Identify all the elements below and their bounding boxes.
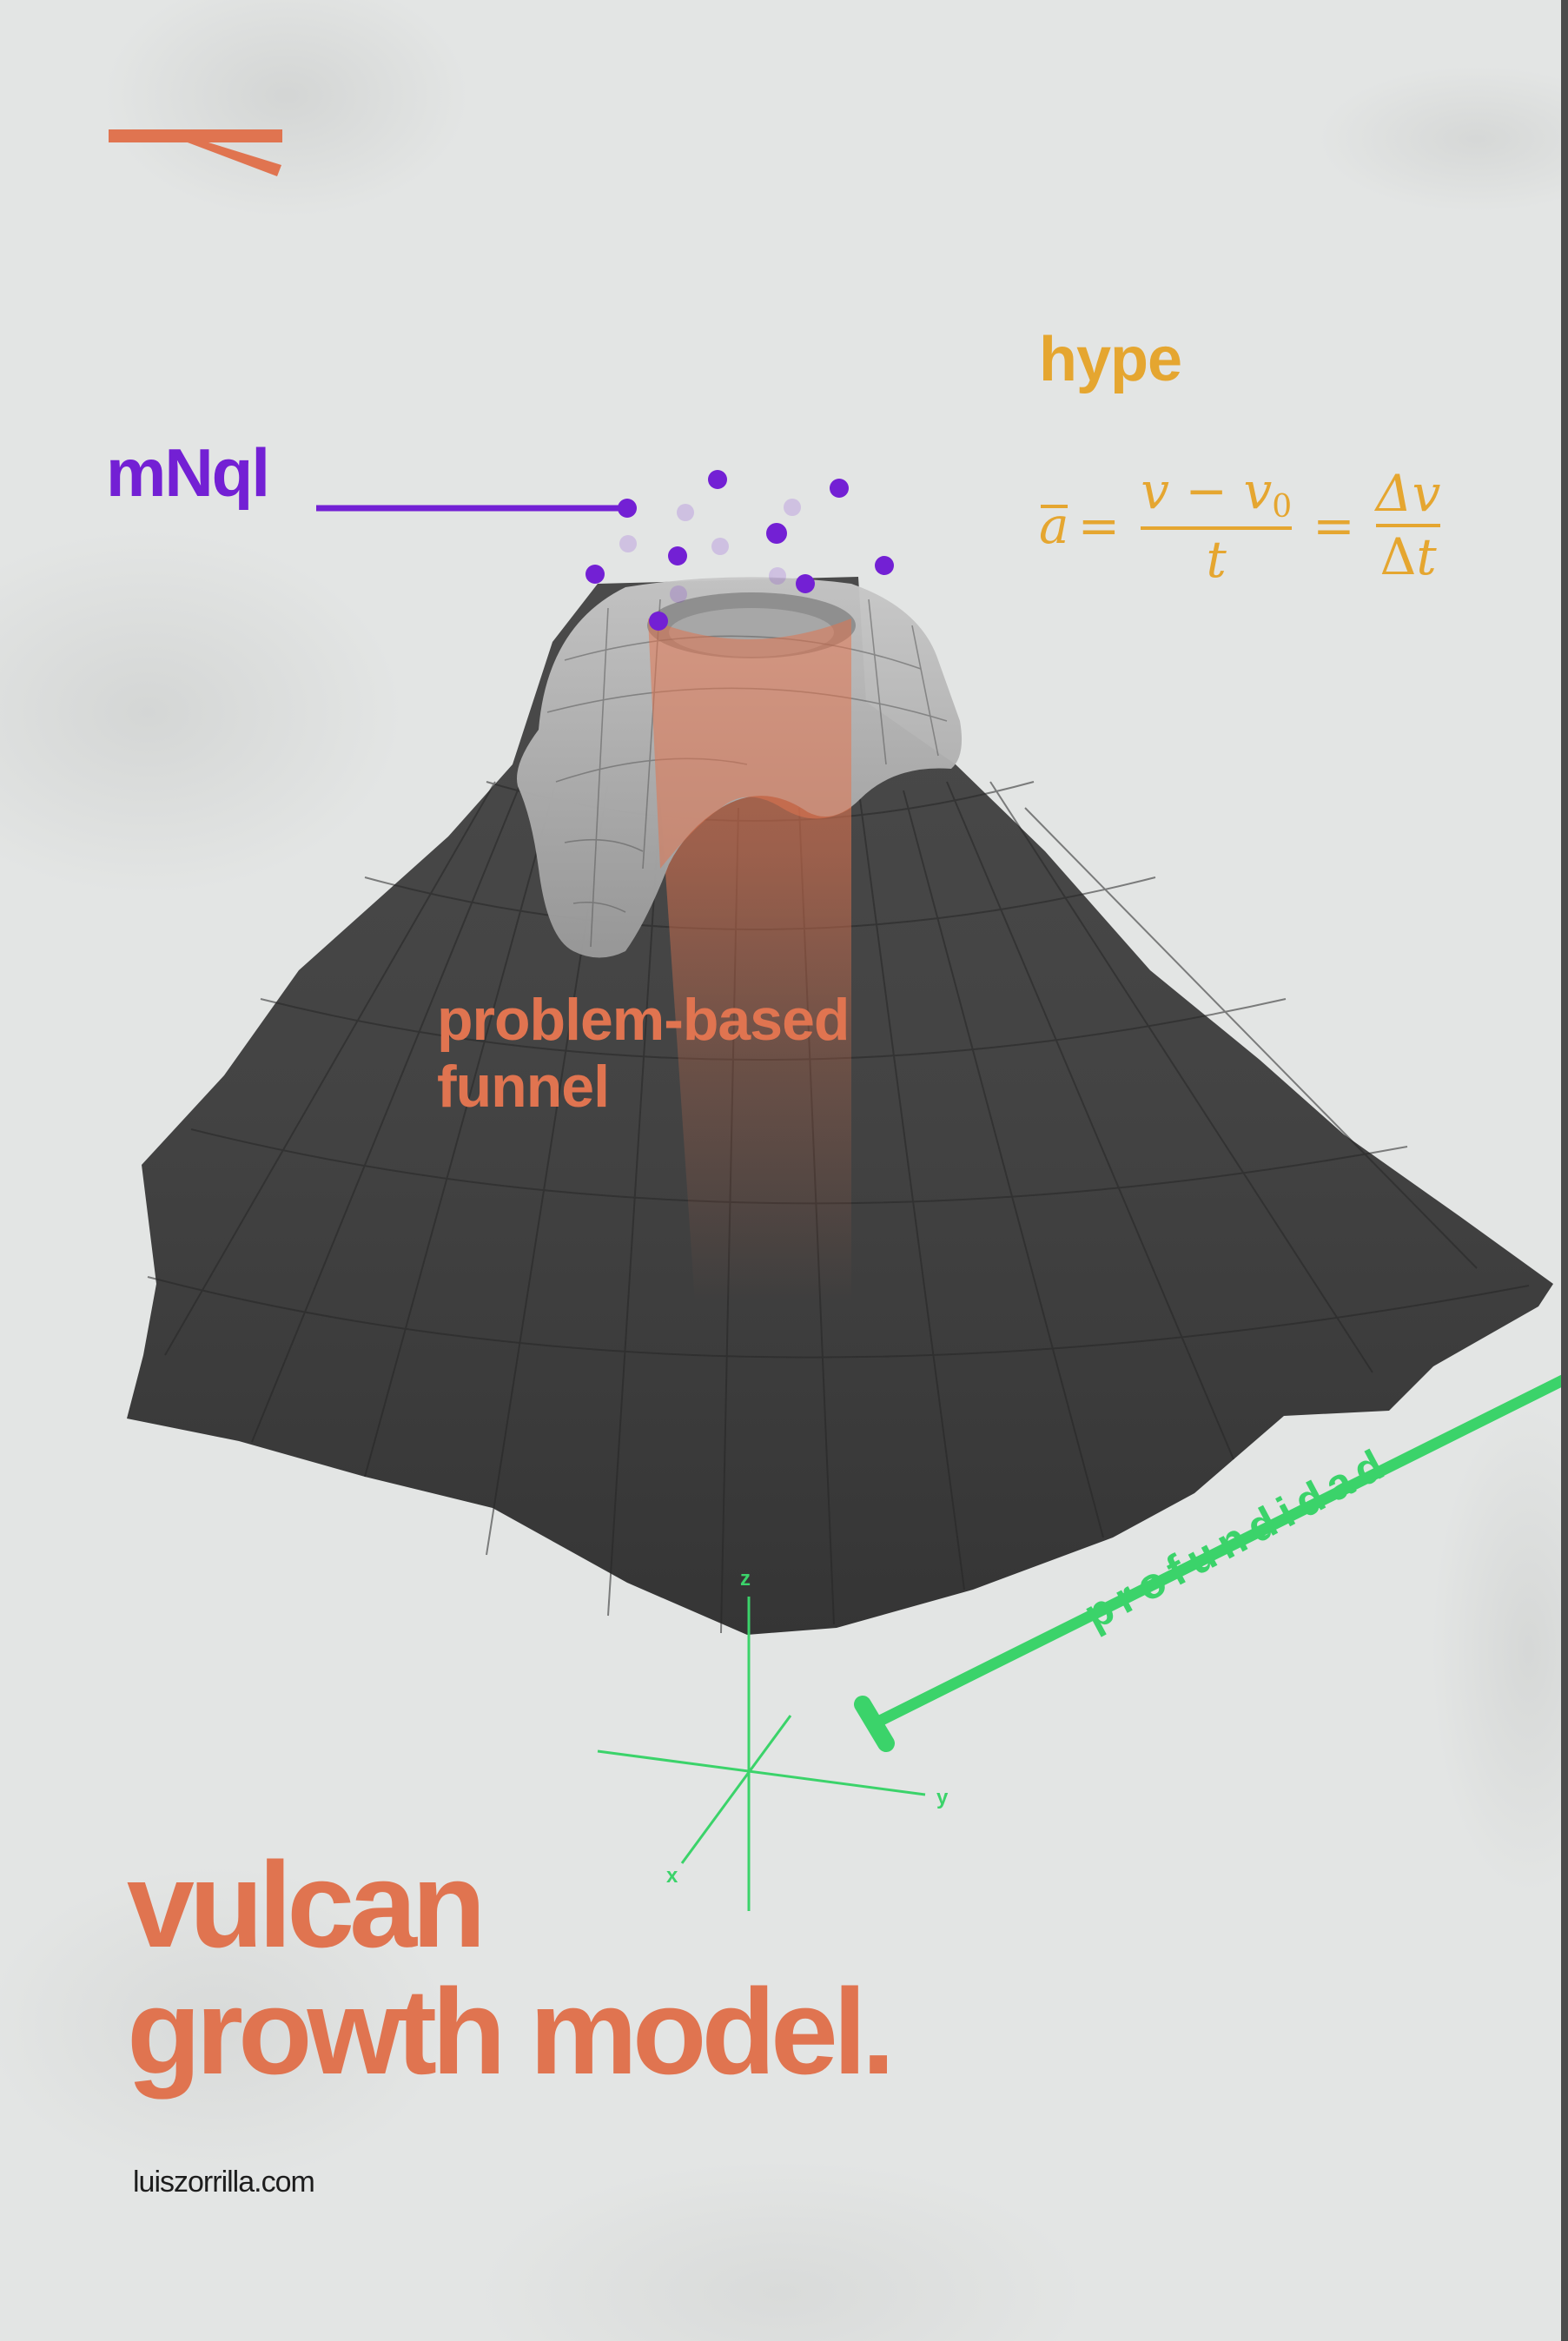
fraction-1-subscript: 0 [1272, 488, 1293, 525]
formula-fraction-2: Δv Δt [1375, 464, 1441, 586]
fraction-2-denominator: t [1416, 527, 1437, 586]
funnel-label-line1: problem-based [437, 987, 850, 1053]
right-edge-border [1561, 0, 1568, 2341]
fraction-2-numerator: Δv [1375, 464, 1441, 524]
title-line2: growth model. [127, 1963, 896, 2100]
axis-label-x: x [666, 1864, 678, 1888]
mnql-label: mNql [106, 434, 270, 511]
3d-axes-icon [597, 1597, 926, 1911]
funnel-label: problem-based funnel [437, 987, 850, 1121]
angle-bracket-logo-icon [109, 129, 282, 176]
fraction-1-numerator: v − v [1141, 460, 1273, 520]
poster-title: vulcan growth model. [127, 1836, 896, 2100]
formula-fraction-1: v − v0 t [1141, 464, 1293, 590]
axis-label-z: z [740, 1567, 751, 1590]
axis-label-y: y [936, 1786, 949, 1809]
formula-lhs: a [1039, 496, 1069, 555]
formula-equals-1: = [1077, 496, 1121, 555]
fraction-2-delta: Δ [1379, 527, 1417, 586]
title-line1: vulcan [127, 1836, 486, 1973]
fraction-1-denominator: t [1206, 530, 1227, 590]
mnql-particles [586, 470, 894, 631]
depth-measure-icon [854, 1374, 1561, 1752]
website-link[interactable]: luiszorrilla.com [133, 2166, 315, 2199]
hype-label: hype [1039, 325, 1182, 394]
formula-equals-2: = [1313, 496, 1355, 555]
acceleration-formula: a = v − v0 t = Δv Δt [1039, 452, 1482, 599]
funnel-label-line2: funnel [437, 1054, 610, 1120]
faded-particles [619, 499, 801, 603]
